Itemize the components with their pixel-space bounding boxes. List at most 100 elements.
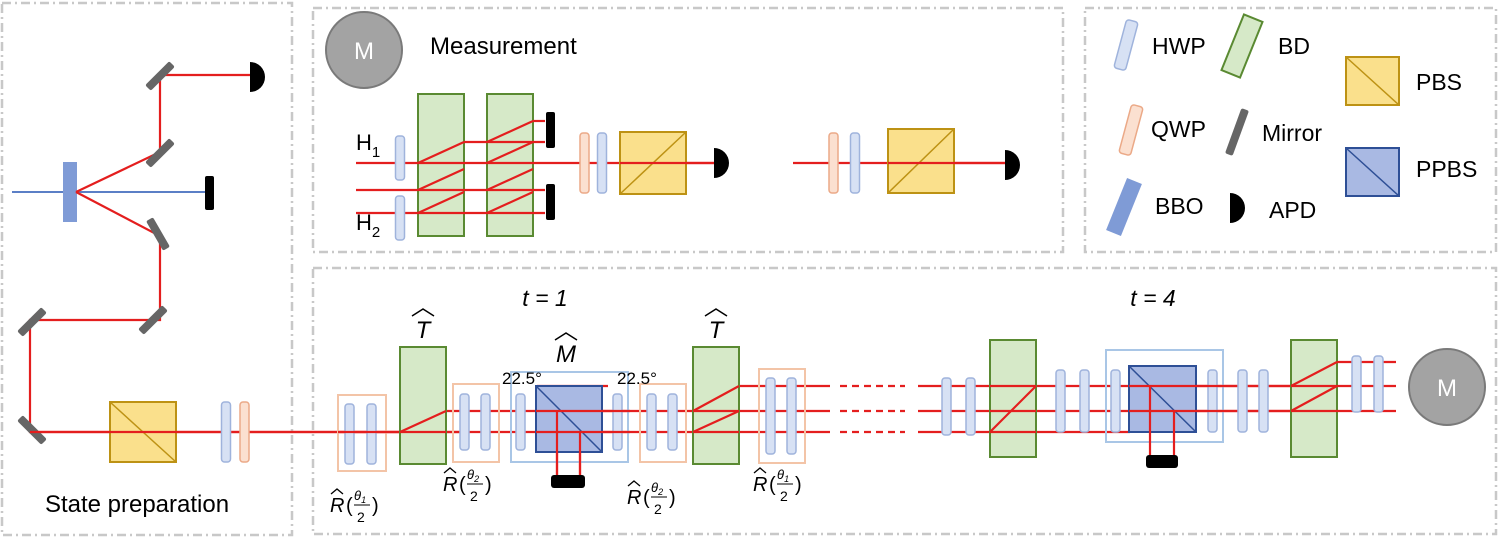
svg-text:M: M (556, 341, 576, 368)
measurement-header: M Measurement (325, 11, 577, 89)
bd-legend-icon (1220, 13, 1264, 79)
hwp-icon (1110, 369, 1121, 433)
pbs-icon (887, 128, 955, 194)
beam-stop (1146, 455, 1178, 468)
step-label-t1: t = 1 (522, 285, 567, 311)
step-label-t4: t = 4 (1130, 285, 1175, 311)
svg-text:2: 2 (780, 488, 788, 504)
svg-text:(: ( (769, 474, 776, 496)
hwp-icon (765, 377, 776, 455)
measurement-title: Measurement (430, 33, 577, 60)
measurement-operator-box (510, 371, 629, 463)
bbo-legend-label: BBO (1155, 193, 1204, 219)
qwp-legend-label: QWP (1151, 116, 1206, 142)
quantum-walk-setup: t = 1 t = 4 (330, 285, 1486, 525)
rotation-label: R ( θ2 2 ) (627, 480, 676, 517)
hwp-icon (394, 135, 406, 181)
legend: HWP BD PBS QWP Mirror PPBS BBO APD (1106, 13, 1477, 236)
state-preparation-label: State preparation (45, 491, 229, 518)
pbs-legend-label: PBS (1416, 69, 1462, 95)
final-measurement-circle (1408, 348, 1486, 426)
svg-text:R: R (443, 474, 457, 496)
svg-text:R: R (627, 487, 641, 509)
hwp-icon (515, 393, 526, 451)
measurement-setup-2 (793, 128, 1020, 194)
trigger-photon-path (75, 73, 253, 193)
rotation-box (758, 368, 806, 464)
bbo-legend-icon (1106, 178, 1142, 236)
rotation-box (639, 383, 687, 463)
measurement-panel (311, 6, 1065, 254)
hwp-icon (1351, 355, 1362, 413)
translation-bd (1290, 339, 1338, 458)
hwp-icon (1258, 369, 1269, 433)
input-h2-label: H2 (356, 210, 380, 241)
qwp-icon (828, 132, 839, 194)
legend-panel (1083, 6, 1498, 254)
qwp-icon (579, 132, 590, 194)
angle-label-right: 22.5° (617, 369, 657, 388)
hwp-icon (480, 393, 491, 451)
beam-stop (551, 475, 585, 488)
pbs-legend-icon (1345, 56, 1400, 106)
beam-displacer-icon (417, 93, 465, 237)
svg-text:θ2: θ2 (467, 467, 479, 484)
final-measurement-symbol: M (1437, 375, 1457, 402)
svg-text:2: 2 (654, 501, 662, 517)
svg-text:θ1: θ1 (777, 467, 789, 484)
svg-text:(: ( (346, 495, 353, 517)
measurement-operator-box (1105, 349, 1224, 443)
svg-text:): ) (372, 495, 379, 517)
input-h1-label: H1 (356, 130, 380, 161)
angle-label-left: 22.5° (502, 369, 542, 388)
svg-text:): ) (795, 474, 802, 496)
svg-text:): ) (485, 474, 492, 496)
apd-icon (714, 148, 729, 178)
svg-text:(: ( (459, 474, 466, 496)
svg-text:R: R (753, 474, 767, 496)
mirror-icon (17, 415, 47, 445)
measurement-symbol-circle (325, 11, 403, 89)
translation-label: T (411, 308, 435, 344)
hwp-icon (612, 393, 623, 451)
svg-text:R: R (330, 495, 344, 517)
hwp-icon (1079, 369, 1090, 433)
hwp-icon (366, 403, 377, 465)
state-preparation-setup (12, 61, 470, 463)
hwp-icon (786, 377, 797, 455)
apd-legend-label: APD (1269, 197, 1316, 223)
measurement-operator-label: M (554, 332, 578, 368)
bd-legend-label: BD (1278, 33, 1310, 59)
mirror-icon (17, 307, 47, 337)
apd-icon (1005, 150, 1020, 180)
hwp-icon (667, 393, 678, 451)
rotation-box (452, 383, 500, 463)
bbo-crystal (63, 162, 77, 222)
hwp-icon (459, 393, 470, 451)
beam-stop (546, 184, 555, 220)
svg-text:): ) (669, 487, 676, 509)
svg-text:T: T (416, 317, 433, 344)
hwp-legend-label: HWP (1152, 33, 1206, 59)
mirror-icon (146, 218, 170, 250)
mirror-legend-icon (1225, 108, 1249, 156)
apd-legend-icon (1230, 193, 1245, 223)
translation-bd (989, 339, 1037, 458)
measurement-setup-1: H1 H2 (356, 93, 729, 241)
ppbs-legend-label: PPBS (1416, 156, 1477, 182)
measurement-symbol: M (354, 38, 374, 65)
translation-bd (399, 346, 447, 465)
hwp-icon (965, 377, 976, 436)
rotation-label: R ( θ2 2 ) (443, 467, 492, 504)
hwp-icon (1237, 369, 1248, 433)
beam-displacer-icon (486, 93, 534, 237)
hwp-icon (344, 403, 355, 465)
pump-beam-stop (205, 176, 214, 210)
hwp-icon (646, 393, 657, 451)
qwp-legend-icon (1118, 104, 1144, 156)
svg-text:2: 2 (470, 488, 478, 504)
ppbs-legend-icon (1345, 147, 1400, 197)
mirror-icon (145, 138, 175, 168)
hwp-icon (941, 377, 952, 436)
